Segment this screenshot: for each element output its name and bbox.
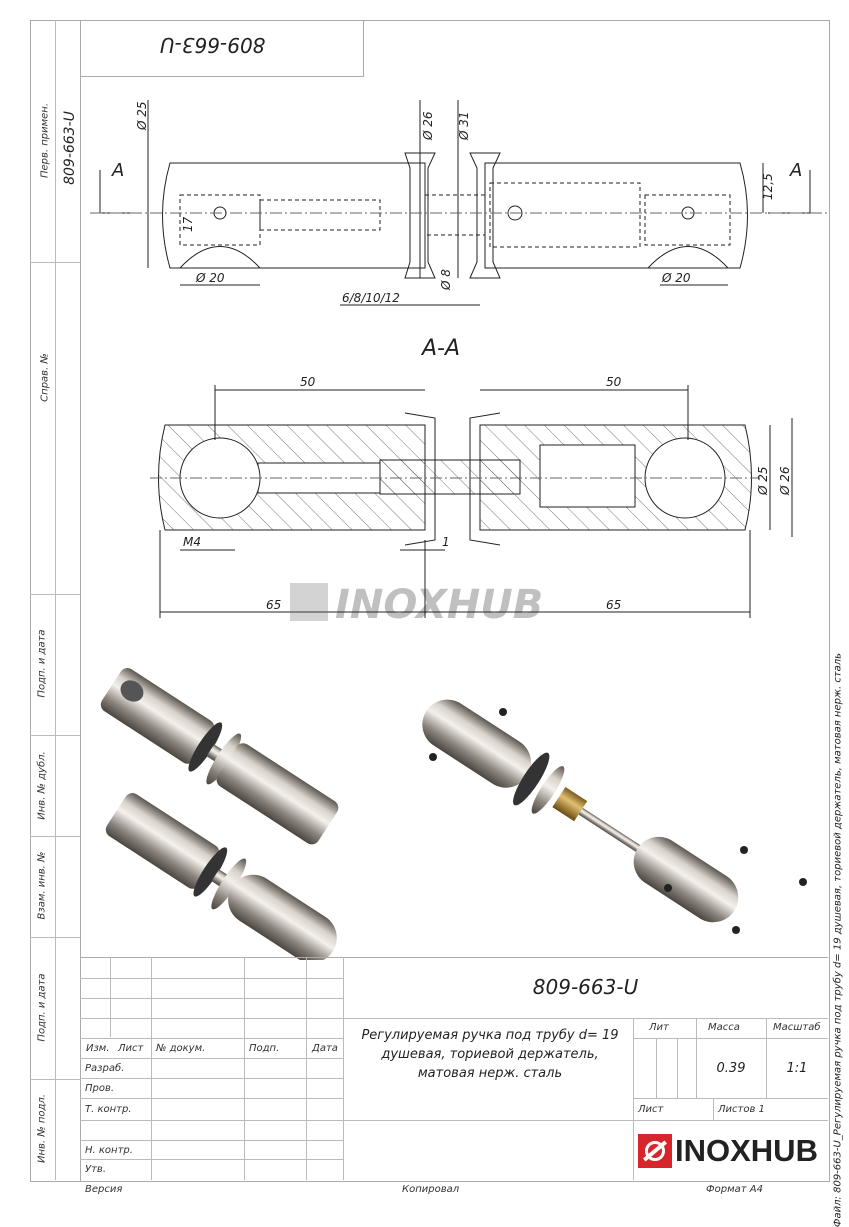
dim-d20-right: Ø 20 (661, 271, 691, 285)
dim-1: 1 (442, 535, 450, 549)
tb-code: 809-663-U (532, 975, 639, 999)
dim-50-right: 50 (606, 375, 622, 389)
hdr-list: Лист (118, 1043, 144, 1054)
divider (30, 594, 80, 595)
divider (30, 836, 80, 837)
render-assembled-top (100, 668, 339, 845)
divider (55, 594, 56, 1180)
dim-d31: Ø 31 (457, 111, 471, 141)
divider (30, 1079, 80, 1080)
section-mark-left: A (111, 160, 124, 181)
role-razrab: Разраб. (85, 1063, 125, 1074)
section-title: A-A (420, 336, 460, 361)
divider (55, 20, 56, 595)
tb-name: Регулируемая ручка под трубу d= 19 душев… (361, 1028, 619, 1081)
hdr-izm: Изм. (86, 1043, 110, 1054)
drawing-frame (80, 20, 830, 1182)
dim-12-5: 12,5 (761, 173, 775, 200)
sheets-label: Листов 1 (718, 1104, 765, 1115)
role-tkontr: Т. контр. (85, 1104, 132, 1115)
top-view (90, 100, 828, 306)
inoxhub-logo: INOXHUB (638, 1133, 818, 1169)
dim-d25-section: Ø 25 (756, 466, 770, 496)
footer-version: Версия (85, 1184, 123, 1195)
dim-d26-section: Ø 26 (778, 466, 792, 496)
sheet-label: Лист (638, 1104, 664, 1115)
role-nkontr: Н. контр. (85, 1145, 133, 1156)
hdr-date: Дата (312, 1043, 338, 1054)
divider (30, 735, 80, 736)
dim-65-left: 65 (266, 598, 281, 612)
dim-d8: Ø 8 (439, 269, 453, 291)
dim-d20-left: Ø 20 (195, 271, 225, 285)
footer-format: Формат A4 (706, 1184, 763, 1195)
divider (30, 937, 80, 938)
mass-value: 0.39 (716, 1061, 746, 1076)
section-view (150, 385, 793, 618)
logo-mark-icon (638, 1134, 672, 1168)
render-exploded (422, 699, 739, 923)
technical-drawing: A A Ø 25 Ø 26 Ø 31 12,5 17 Ø 20 Ø 20 Ø 8… (90, 100, 828, 960)
watermark: INOXHUB (290, 582, 543, 628)
role-prov: Пров. (85, 1083, 115, 1094)
title-block (80, 957, 828, 1181)
dim-50-left: 50 (300, 375, 316, 389)
set-screws (429, 708, 807, 934)
scale-value: 1:1 (786, 1061, 808, 1076)
mass-label: Масса (708, 1022, 740, 1033)
role-utv: Утв. (85, 1164, 106, 1175)
divider (30, 262, 80, 263)
section-mark-right: A (789, 160, 802, 181)
logo-text: INOXHUB (675, 1133, 818, 1168)
dim-65-right: 65 (606, 598, 621, 612)
watermark-text: INOXHUB (335, 582, 543, 628)
side-label: Инв. № подл. (36, 1094, 48, 1163)
top-code-box (80, 20, 364, 77)
dim-gap: 6/8/10/12 (342, 291, 400, 305)
lit-label: Лит (649, 1022, 669, 1033)
dim-17: 17 (181, 216, 195, 232)
hdr-doc: № докум. (156, 1043, 206, 1054)
dim-d25: Ø 25 (135, 101, 149, 131)
dim-d26: Ø 26 (421, 111, 435, 141)
scale-label: Масштаб (773, 1022, 821, 1033)
footer-copied: Копировал (402, 1184, 460, 1195)
dim-m4: M4 (183, 535, 201, 549)
hdr-podp: Подп. (249, 1043, 280, 1054)
render-assembled-bottom (105, 793, 337, 960)
side-label: Подп. и дата (36, 973, 48, 1042)
